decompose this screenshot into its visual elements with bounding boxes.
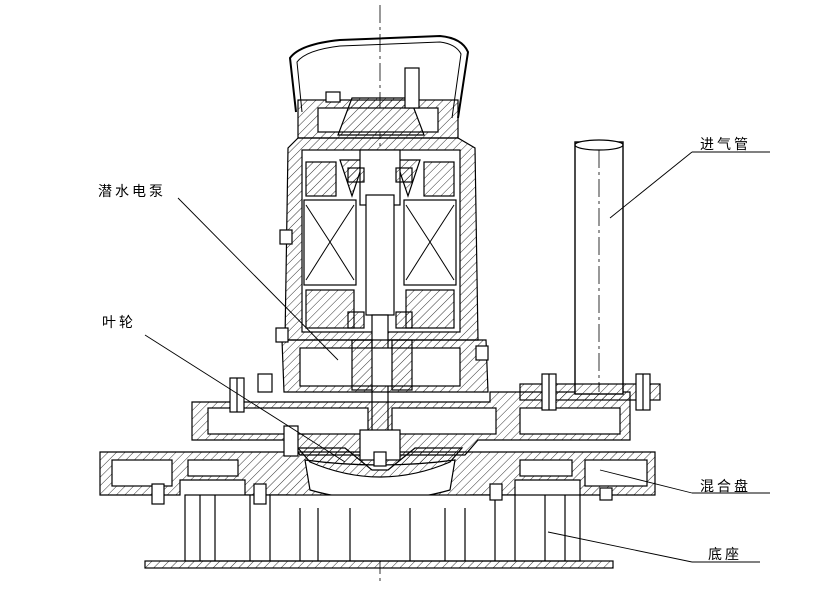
label-impeller: 叶轮 — [102, 315, 136, 331]
leader-mixing-plate — [599, 469, 693, 494]
bolts — [151, 229, 651, 505]
leader-air-pipe — [609, 151, 693, 219]
label-air-pipe: 进气管 — [700, 137, 751, 153]
volute-channel — [191, 391, 631, 456]
leader-pump — [177, 197, 339, 361]
label-mixing-plate: 混合盘 — [700, 479, 751, 495]
motor-stator — [303, 159, 457, 329]
bearing-housing — [281, 339, 489, 393]
mixing-plate — [99, 451, 656, 509]
base — [144, 494, 614, 569]
motor-top-cap — [297, 67, 459, 139]
leader-impeller — [144, 334, 346, 463]
leader-lines — [144, 151, 770, 563]
label-pump: 潜水电泵 — [98, 184, 166, 200]
impeller — [296, 429, 464, 478]
leader-base — [547, 531, 693, 563]
air-intake-pipe — [519, 139, 661, 401]
label-base: 底座 — [708, 547, 742, 563]
lifting-handle — [288, 34, 470, 119]
